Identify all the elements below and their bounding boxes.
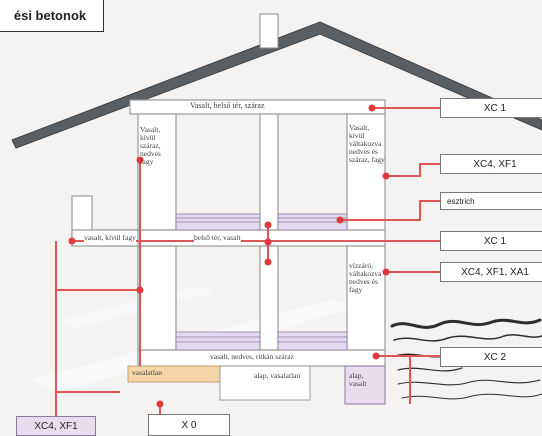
class-box-text: XC 1 [483,235,507,247]
label-foundation-mid: alap, vasalatlan [254,371,301,380]
class-box-text: X 0 [181,419,197,431]
class-box-text: XC4, XF1 [473,158,517,170]
class-box-text: XC 2 [483,351,507,363]
title-box: ési betonok [0,0,104,32]
class-box-xc2: XC 2 [440,347,542,367]
label-roof-slab: Vasalt, belső tér, száraz [190,101,265,110]
title-text: ési betonok [13,7,87,23]
label-ground-slab: vasalt, nedves, ritkán száraz [210,352,294,361]
class-box-xc4-xf1-upper: XC4, XF1 [440,154,542,174]
class-box-x0: X 0 [148,414,230,436]
label-upper-left-wall: Vasalt, kívül száraz, nedves fagy [140,125,161,166]
lower-right-wall [346,245,386,351]
lower-left-wall [137,245,177,351]
label-lower-right-wall: vízzáró, váltakozva nedves és fagy [349,261,382,294]
foundation-right-block [344,365,386,405]
class-box-xc4-xf1-xa1: XC4, XF1, XA1 [440,262,542,282]
upper-inner-wall-1 [259,113,279,231]
class-box-xc1-top: XC 1 [440,98,542,118]
class-box-text: XC4, XF1 [34,420,78,432]
foundation-mid-block [219,365,311,401]
label-mid-slab: belső tér, vasalt [194,233,241,242]
label-upper-right-wall: Vasalt, kívül váltakozva nedves és szára… [349,123,385,164]
class-box-xc4-xf1-bottom: XC4, XF1 [16,416,96,436]
connector-dots [68,104,390,408]
label-foundation-right: alap, vasalt [349,371,367,388]
class-box-xc1-mid: XC 1 [440,231,542,251]
class-box-text: esztrich [447,196,475,206]
class-box-estrich: esztrich [440,192,542,210]
light-streak [60,286,214,328]
label-balcony: vasalt, kívül fagy [84,233,136,242]
ground-waves [390,318,542,400]
label-foundation-left: vasalatlan [132,368,162,377]
upper-left-wall [137,113,177,231]
class-box-text: XC 1 [483,102,507,114]
chimney [259,13,279,49]
class-box-text: XC4, XF1, XA1 [461,266,529,278]
